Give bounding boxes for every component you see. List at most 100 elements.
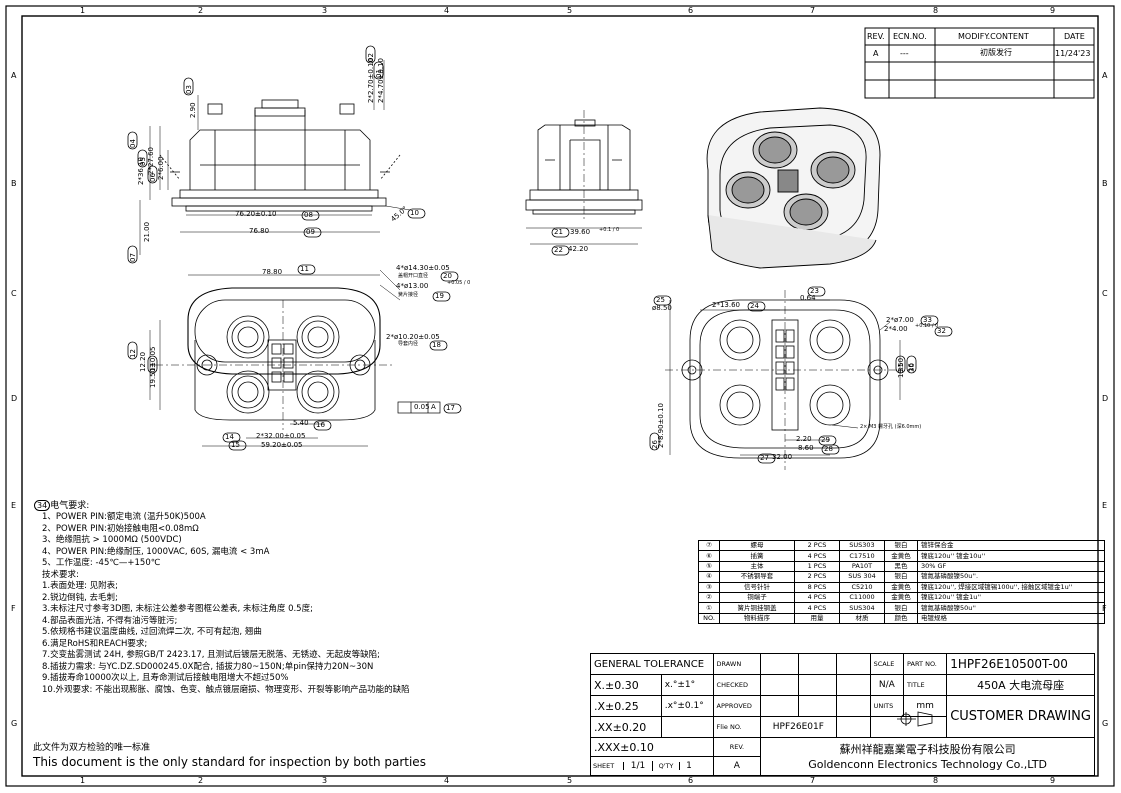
bom-cell: 8 PCS (794, 581, 840, 593)
screw-callout: 2× M3 螺牙孔 (深6.0mm) (860, 424, 922, 430)
bom-cell: 簧片铜挂钢盖 (719, 602, 795, 614)
note-line: 5、工作温度: -45℃—+150℃ (42, 558, 161, 569)
balloon-11 (297, 264, 316, 275)
dim-28: 8.60 (798, 444, 814, 452)
balloon-label-14: 14 (225, 433, 234, 441)
note-line: 3.未标注尺寸参考3D图, 未标注公差参考图框公差表, 未标注角度 0.5度; (42, 604, 313, 615)
tol-3-a: .XXX±0.10 (590, 737, 714, 757)
balloon-label-09: 09 (306, 228, 315, 236)
dim-22: 42.20 (568, 245, 589, 253)
dim-19: 4*ø13.00 (396, 282, 429, 290)
dim-21: 39.60 (570, 228, 591, 236)
bom-cell: 材质 (839, 612, 885, 625)
zone-row-left: G (11, 719, 18, 728)
bom-cell: 镀氮基磷酸镍50u''. (917, 571, 1105, 583)
balloon-label-13: 13 (149, 363, 157, 372)
front-view (139, 60, 411, 255)
note-line: 4.部品表面光洁, 不得有油污等脏污; (42, 615, 178, 626)
rev-label: REV. (712, 737, 762, 757)
bom-cell: 银白 (884, 571, 918, 583)
bom-cell: 4 PCS (794, 602, 840, 614)
bom-cell: 4 PCS (794, 591, 840, 604)
zone-row-left: E (11, 501, 17, 510)
balloon-31 (895, 355, 906, 374)
dim-14: 2*32.00±0.05 (256, 432, 306, 440)
balloon-14 (222, 432, 241, 443)
general-tolerance-label: GENERAL TOLERANCE (590, 653, 714, 675)
dim-15: 59.20±0.05 (261, 441, 303, 449)
balloon-32 (934, 326, 953, 337)
dim-27: 32.00 (772, 453, 793, 461)
balloon-label-16: 16 (316, 421, 325, 429)
bom-cell: 金黄色 (884, 581, 918, 593)
bom-cell: NO. (698, 612, 720, 625)
zone-row-left: C (11, 289, 17, 298)
bom-cell: 镍底120u'' 镀金1u'' (917, 591, 1105, 604)
balloon-21 (551, 227, 570, 238)
zone-col-top: 7 (810, 6, 816, 15)
balloon-18 (429, 340, 448, 351)
balloon-label-33: 33 (923, 316, 932, 324)
dim-19-tol: +0.05 / 0 (447, 280, 471, 286)
rev-header-rev: REV. (867, 32, 885, 41)
bottom-view (665, 290, 905, 470)
zone-col-top: 9 (1050, 6, 1056, 15)
bom-header-row: NO.物料描序用量材质颜色电镀规格 (698, 612, 1105, 625)
bom-cell: ⑥ (698, 550, 720, 562)
balloon-09 (303, 227, 322, 238)
dim-33: 2*ø7.00 (886, 316, 914, 324)
zone-row-left: D (11, 394, 18, 403)
bom-cell: 金黄色 (884, 591, 918, 604)
zone-col-top: 6 (688, 6, 694, 15)
zone-col-bottom: 2 (198, 776, 204, 785)
balloon-10 (407, 208, 426, 219)
bom-cell: 30% GF (917, 560, 1105, 573)
balloon-label-04: 04 (129, 139, 137, 148)
rev-header-date: DATE (1064, 32, 1085, 41)
bom-cell: 螺母 (719, 539, 795, 552)
zone-row-right: B (1102, 179, 1108, 188)
qty-value: 1 (686, 761, 692, 771)
balloon-label-05: 05 (139, 157, 147, 166)
balloon-label-02: 02 (367, 53, 375, 62)
bom-cell: SUS 304 (839, 571, 885, 583)
title-value: 450A 大电流母座 (946, 674, 1095, 696)
balloon-label-27: 27 (760, 454, 769, 462)
bom-cell: 镍底120u'', 焊接区域镀锡100u'', 接触区域镀金1u'' (917, 581, 1105, 593)
company-cn: 蘇州祥龍嘉業電子科技股份有限公司 (839, 742, 1016, 756)
note-line: 7.交变盐雾测试 24H, 参照GB/T 2423.17, 且测试后镀层无脱落、… (42, 650, 381, 661)
balloon-33 (920, 315, 939, 326)
bom-cell: 银白 (884, 602, 918, 614)
approved-label: APPROVED (712, 695, 762, 717)
note-line: 2.锐边倒钝, 去毛刺; (42, 592, 118, 603)
dim-18-note: 导套内径 (398, 341, 419, 347)
balloon-24 (747, 301, 766, 312)
tol-2-a: .XX±0.20 (590, 716, 662, 738)
bom-cell: 2 PCS (794, 571, 840, 583)
revision-grid (864, 27, 1095, 99)
dim-09: 76.80 (249, 227, 270, 235)
tol-0-b: x.°±1° (660, 674, 714, 696)
dim-24: 2*13.60 (712, 301, 740, 309)
zone-row-right: C (1102, 289, 1108, 298)
dim-01: 2*2.70±0.10 (367, 58, 375, 103)
bom-cell: 黑色 (884, 560, 918, 573)
balloon-label-12: 12 (129, 349, 137, 358)
checked-label: CHECKED (712, 674, 762, 696)
zone-col-bottom: 6 (688, 776, 694, 785)
dim-18: 2*ø10.20±0.05 (386, 333, 440, 341)
bom-cell: 2 PCS (794, 539, 840, 552)
zone-col-top: 2 (198, 6, 204, 15)
dim-12: 12.20 (139, 351, 147, 372)
zone-row-left: A (11, 71, 17, 80)
inner-frame (21, 15, 1099, 777)
top-view (149, 269, 401, 447)
note-line: 1.表面处理: 见附表; (42, 581, 119, 592)
bom-cell: C11000 (839, 591, 885, 604)
